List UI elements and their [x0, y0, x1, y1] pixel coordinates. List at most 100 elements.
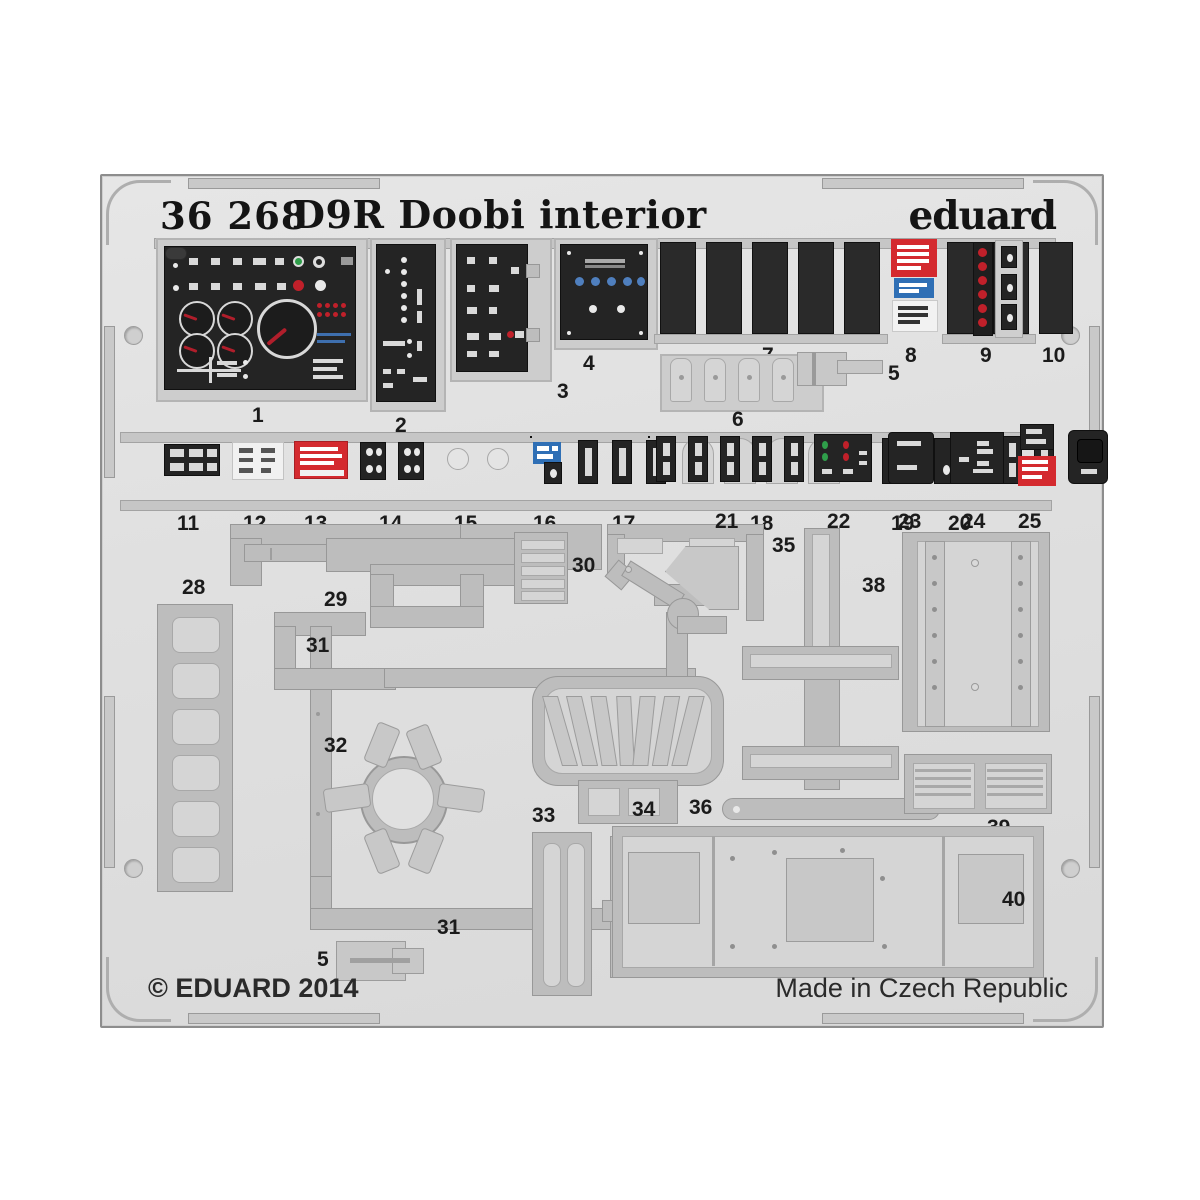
part-3-side-panel — [456, 244, 528, 372]
part-label-31b: 31 — [437, 916, 461, 939]
part-label-36: 36 — [689, 796, 713, 819]
frame-corner-bottom-left — [106, 957, 171, 1022]
part-14-switch-b — [398, 442, 424, 480]
sprue-rail-row2-bottom — [120, 500, 1052, 511]
frame-corner-top-right — [1033, 180, 1098, 245]
part-20-panel — [934, 438, 986, 484]
fret-hole-left-bottom — [124, 859, 143, 878]
part-37-i-beam — [742, 528, 902, 790]
part-15-disc-b — [487, 448, 509, 470]
part-7-louver-a — [660, 242, 696, 334]
part-10-red-column — [973, 242, 993, 336]
part-17-slot-b — [612, 440, 632, 484]
part-35-bracket — [604, 524, 764, 639]
frame-tab-bottom-left — [188, 1013, 380, 1024]
part-10-terminal-a — [1001, 246, 1017, 268]
origin-text: Made in Czech Republic — [775, 973, 1068, 1003]
part-18-bracket-b — [724, 438, 756, 484]
part-18-bracket-d — [808, 438, 840, 484]
part-39-twin-grille — [904, 754, 1052, 814]
part-label-2: 2 — [395, 414, 407, 437]
part-label-28: 28 — [182, 576, 206, 599]
part-38-riveted-panel — [902, 532, 1050, 732]
part-21-slot-a — [1002, 436, 1022, 484]
part-21-slot-b — [1034, 436, 1054, 484]
part-13-red-placard — [294, 441, 348, 479]
part-16-blue-decal — [533, 442, 561, 464]
part-3-tab-upper — [526, 264, 540, 278]
part-label-5b: 5 — [317, 948, 329, 971]
fret-hole-left-top — [124, 326, 143, 345]
part-colour-strip — [847, 440, 869, 482]
part-7-louver-d — [798, 242, 834, 334]
part-11-panel — [164, 444, 220, 476]
part-label-31: 31 — [306, 634, 330, 657]
part-label-11: 11 — [177, 512, 200, 535]
part-6-pedal-c — [738, 358, 760, 402]
part-18-bracket-a — [682, 438, 714, 484]
frame-tab-right-upper — [1089, 326, 1100, 478]
frame-tab-top-left — [188, 178, 380, 189]
catalog-number: 36 268 — [160, 194, 308, 238]
part-label-10: 10 — [1042, 344, 1066, 367]
part-7-louver-b — [706, 242, 742, 334]
part-label-5: 5 — [888, 362, 900, 385]
part-label-1: 1 — [252, 404, 264, 427]
part-8-placard-white — [892, 300, 938, 332]
part-18-bracket-c — [766, 438, 798, 484]
part-1-instrument-panel — [164, 246, 356, 390]
part-33-dual-slot — [532, 832, 592, 996]
part-label-6: 6 — [732, 408, 744, 431]
part-label-19: 19 — [891, 512, 915, 535]
part-5-lever-lower — [336, 941, 406, 981]
part-label-30: 30 — [572, 554, 596, 577]
part-label-8: 8 — [905, 344, 917, 367]
page-title: D9R Doobi interior — [292, 192, 707, 237]
part-label-9: 9 — [980, 344, 992, 367]
part-16-switch — [544, 462, 562, 484]
part-6-pedal-d — [772, 358, 794, 402]
part-10-louver — [1039, 242, 1073, 334]
part-17-slot-c — [646, 440, 666, 484]
copyright-text: © EDUARD 2014 — [148, 973, 359, 1003]
part-label-3: 3 — [557, 380, 569, 403]
part-31-cross-upper — [274, 584, 904, 926]
gauge-left-upper — [179, 301, 215, 337]
frame-tab-left-lower — [104, 696, 115, 868]
part-4-switch-box — [560, 244, 648, 340]
part-30-louver-block — [514, 532, 568, 604]
gauge-right-upper — [217, 301, 253, 337]
part-3-tab-lower — [526, 328, 540, 342]
frame-tab-top-right — [822, 178, 1024, 189]
part-5-lever-arm — [837, 360, 883, 374]
sheet-header: 36 268 D9R Doobi interior eduard — [102, 192, 1102, 242]
part-label-40: 40 — [1002, 888, 1026, 911]
part-8-placard-red — [891, 239, 937, 277]
part-10-terminal-c — [1001, 304, 1017, 330]
brand-logo: eduard — [908, 193, 1057, 239]
part-19-emblem — [882, 438, 920, 484]
part-12-white-panel — [232, 442, 284, 480]
part-7-louver-c — [752, 242, 788, 334]
sprue-rail-part7 — [654, 334, 888, 344]
part-28-strip — [157, 604, 233, 892]
part-label-35: 35 — [772, 534, 796, 557]
frame-corner-bottom-right — [1033, 957, 1098, 1022]
part-label-4: 4 — [583, 352, 595, 375]
part-7-louver-e — [844, 242, 880, 334]
part-15-disc-a — [447, 448, 469, 470]
part-34-grille — [532, 676, 724, 826]
part-21-slot-c2 — [648, 436, 650, 438]
part-label-20: 20 — [948, 512, 972, 535]
part-label-32: 32 — [324, 734, 348, 757]
frame-tab-left-upper — [104, 326, 115, 478]
photo-etch-fret: 36 268 D9R Doobi interior eduard — [100, 174, 1104, 1028]
part-17-slot-a — [578, 440, 598, 484]
part-2-console — [376, 244, 436, 402]
part-label-34: 34 — [632, 798, 656, 821]
part-10-terminal-b — [1001, 274, 1017, 300]
part-label-38: 38 — [862, 574, 886, 597]
part-6-pedal-a — [670, 358, 692, 402]
part-label-33: 33 — [532, 804, 556, 827]
warning-lamp-matrix — [317, 303, 351, 325]
